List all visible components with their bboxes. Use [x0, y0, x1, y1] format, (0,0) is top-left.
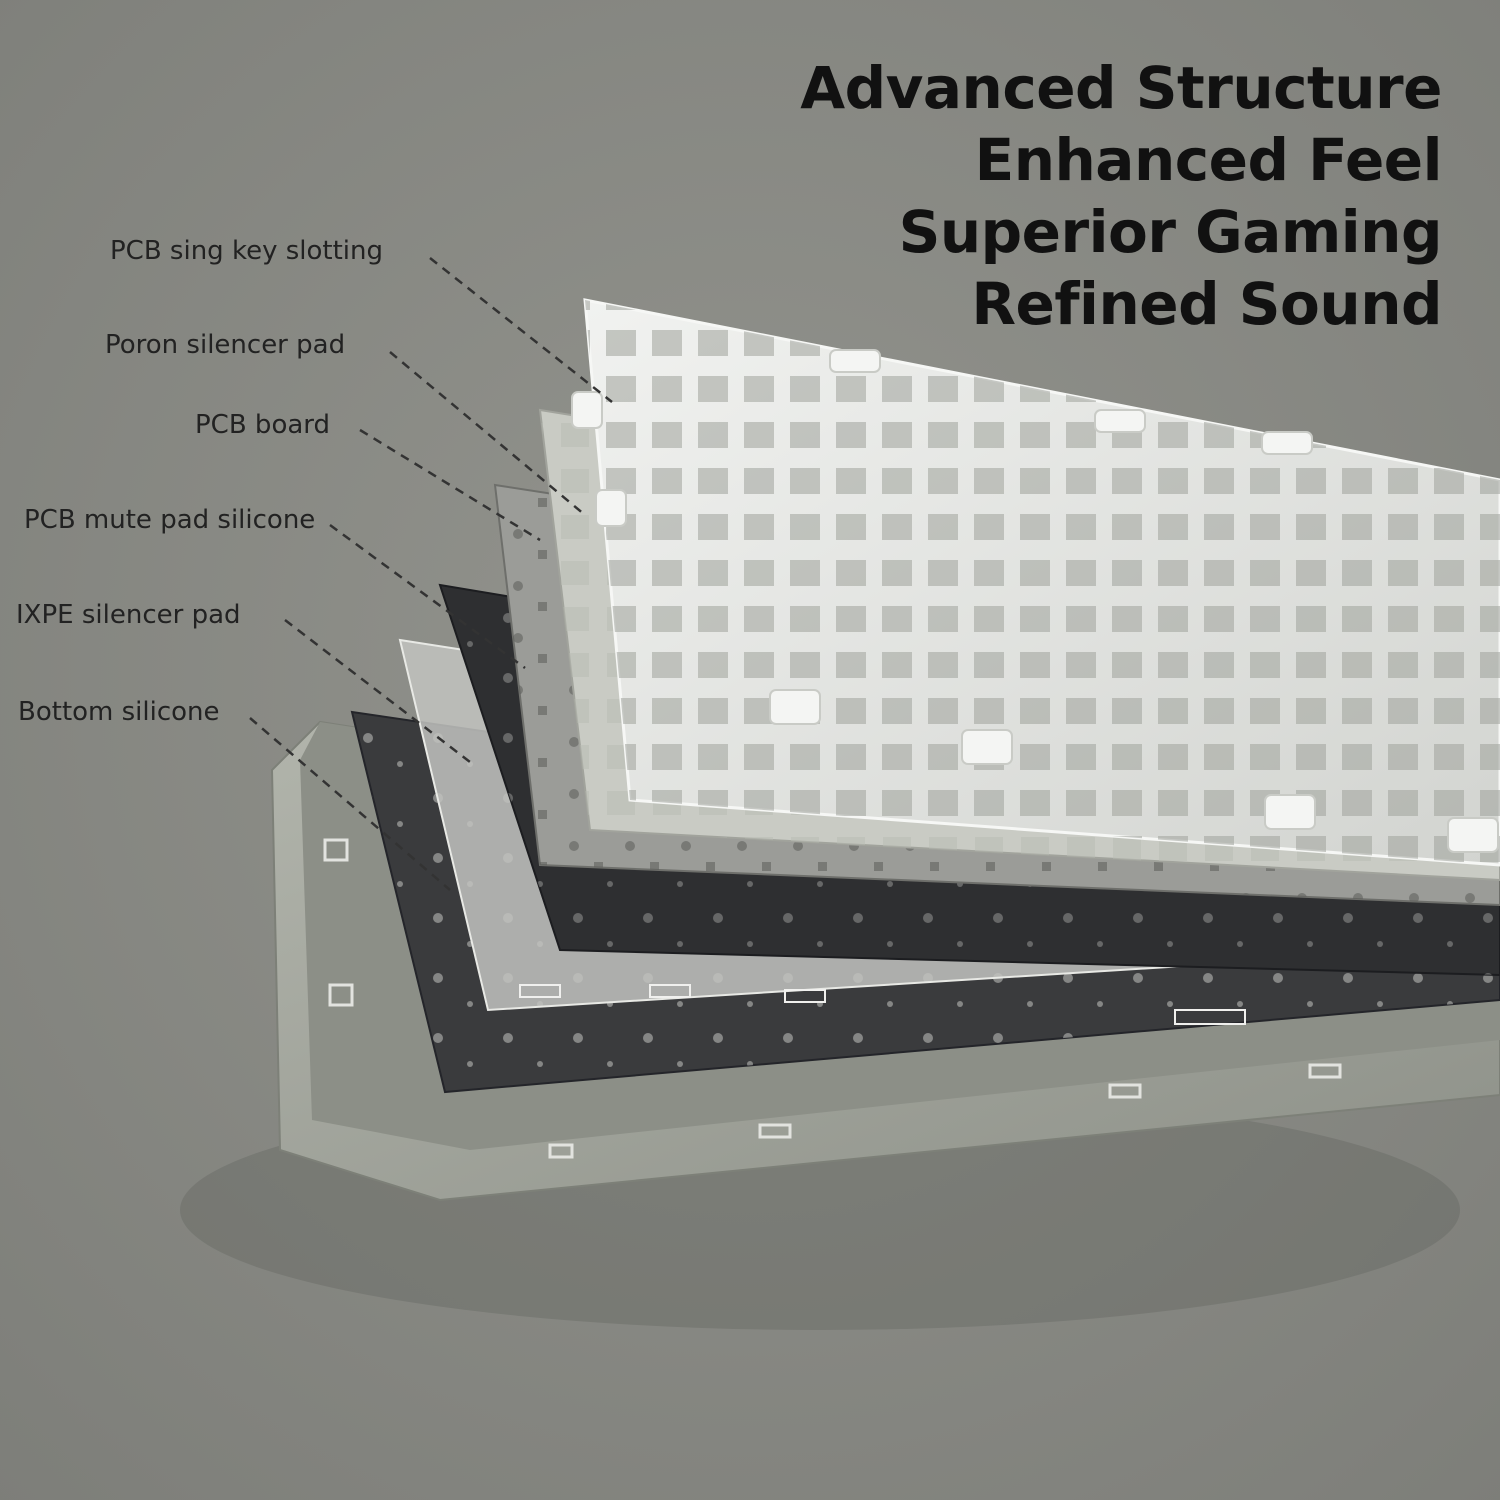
- plate-clips: [571, 349, 1499, 853]
- headline-line-1: Advanced Structure: [800, 54, 1442, 122]
- callout-ixpe-silencer-pad: IXPE silencer pad: [16, 600, 241, 630]
- headline-line-2: Enhanced Feel: [974, 126, 1443, 194]
- callout-pcb-mute-pad-silicone: PCB mute pad silicone: [24, 505, 316, 535]
- ixpe-cutouts: [519, 984, 1246, 1025]
- headline-line-4: Refined Sound: [971, 270, 1442, 338]
- case-clips: [323, 838, 1342, 1159]
- headline-line-3: Superior Gaming: [898, 198, 1443, 266]
- callout-bottom-silicone: Bottom silicone: [18, 697, 220, 727]
- callout-poron-silencer-pad: Poron silencer pad: [105, 330, 346, 360]
- callout-pcb-sing-key-slotting: PCB sing key slotting: [110, 236, 383, 266]
- callout-leader-lines: [249, 257, 613, 891]
- headline: Advanced Structure Enhanced Feel Superio…: [800, 52, 1442, 340]
- callout-pcb-board: PCB board: [195, 410, 331, 440]
